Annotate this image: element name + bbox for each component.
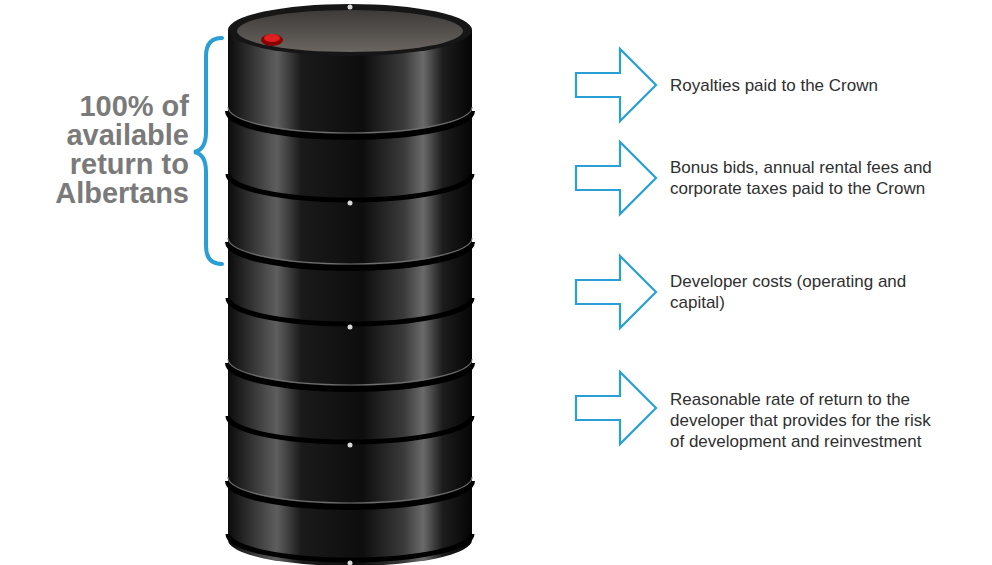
arrow: [576, 372, 656, 444]
drum-segment: [228, 4, 472, 206]
arrow-label: Developer costs (operating and capital): [670, 271, 932, 313]
bracket-label: 100% of available return to Albertans: [4, 92, 189, 208]
arrow: [576, 256, 656, 328]
arrow: [576, 142, 656, 214]
arrow-label: Bonus bids, annual rental fees and corpo…: [670, 157, 932, 199]
arrow-label: Reasonable rate of return to the develop…: [670, 389, 932, 452]
bracket: [194, 38, 222, 264]
arrow: [576, 49, 656, 121]
bung-cap: [261, 34, 283, 46]
arrow-label: Royalties paid to the Crown: [670, 75, 932, 96]
